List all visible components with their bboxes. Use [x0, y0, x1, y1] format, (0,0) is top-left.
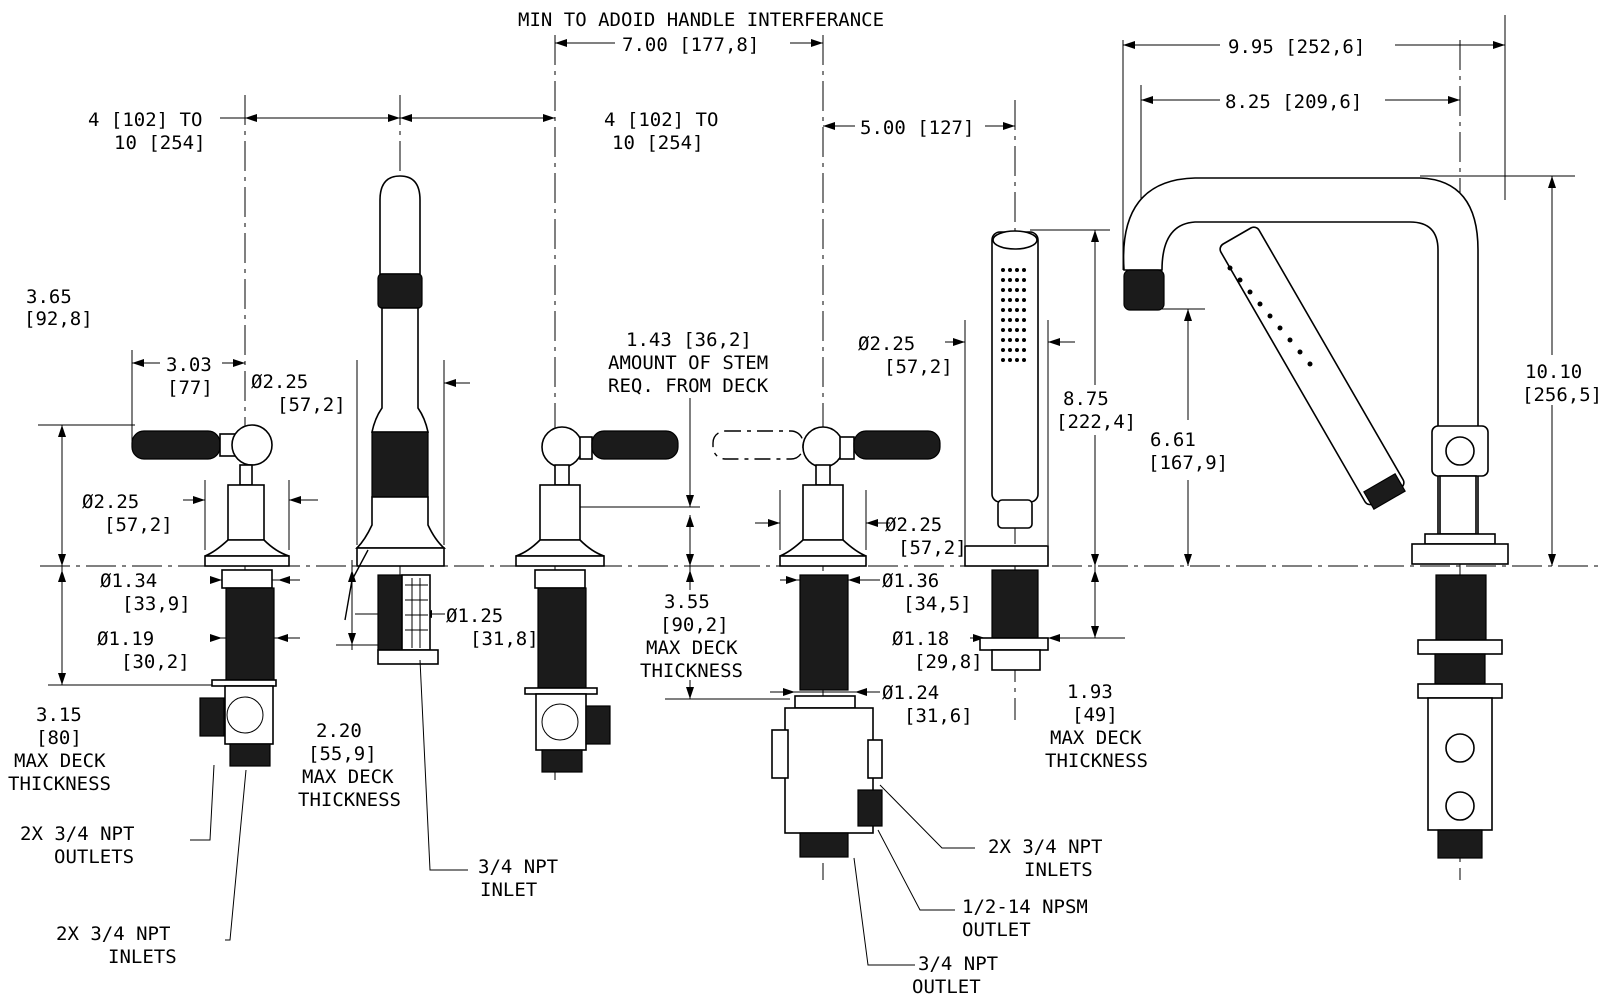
dim-1-19-a: Ø1.19: [97, 628, 154, 650]
npt-outlet-b: OUTLET: [912, 976, 981, 995]
spout: [344, 175, 447, 665]
dim-6-61-b: [167,9]: [1148, 452, 1228, 474]
left-inlets-b: INLETS: [108, 946, 177, 968]
leader-lines: [190, 659, 975, 966]
span-right-line2: 10 [254]: [612, 132, 704, 154]
dim-10-10-a: 10.10: [1525, 361, 1582, 383]
dim-3-55-d: THICKNESS: [640, 660, 743, 682]
lv-dia-b: [57,2]: [104, 514, 173, 536]
dim-3-15-a: 3.15: [36, 704, 82, 726]
dim-1-24-b: [31,6]: [904, 705, 973, 727]
span-left-line1: 4 [102] TO: [88, 109, 202, 131]
dim-1-36-b: [34,5]: [903, 593, 972, 615]
dim-3-55-b: [90,2]: [660, 614, 729, 636]
dim-1-25-b: [31,8]: [470, 628, 539, 650]
stem-c: REQ. FROM DECK: [608, 375, 769, 397]
spout-dia-b: [57,2]: [277, 394, 346, 416]
hand-shower: [964, 230, 1049, 671]
dim-1-34-a: Ø1.34: [100, 570, 157, 592]
stem-b: AMOUNT OF STEM: [608, 352, 768, 374]
dim-1-93-b: [49]: [1072, 704, 1118, 726]
dim-8-25: 8.25 [209,6]: [1225, 91, 1362, 113]
dim-2-20-a: 2.20: [316, 720, 362, 742]
spout-inlet-a: 3/4 NPT: [478, 856, 558, 878]
dim-3-15-b: [80]: [36, 727, 82, 749]
dim-2-20-c: MAX DECK: [302, 766, 394, 788]
dim-10-10-b: [256,5]: [1522, 384, 1602, 406]
labels: MIN TO ADOID HANDLE INTERFERANCE 7.00 [1…: [8, 9, 1602, 995]
rv-dia-b: [57,2]: [898, 537, 967, 559]
right-valve: [712, 426, 941, 858]
dim-2-20-d: THICKNESS: [298, 789, 401, 811]
hs-dia-b: [57,2]: [884, 356, 953, 378]
dim-1-93-c: MAX DECK: [1050, 727, 1142, 749]
right-inlets-a: 2X 3/4 NPT: [988, 836, 1102, 858]
header-note: MIN TO ADOID HANDLE INTERFERANCE: [518, 9, 884, 31]
dim-3-03-a: 3.03: [166, 354, 212, 376]
dim-3-15-c: MAX DECK: [14, 750, 106, 772]
dim-3-65-a: 3.65: [26, 286, 72, 308]
shower-arm: [1122, 177, 1509, 859]
dim-1-93-d: THICKNESS: [1045, 750, 1148, 772]
dim-3-65-b: [92,8]: [24, 308, 93, 330]
left-inlets-a: 2X 3/4 NPT: [56, 923, 170, 945]
npt-outlet-a: 3/4 NPT: [918, 953, 998, 975]
dim-1-25-a: Ø1.25: [446, 605, 503, 627]
dim-7-00: 7.00 [177,8]: [622, 34, 759, 56]
dim-2-20-b: [55,9]: [308, 743, 377, 765]
lv-dia-a: Ø2.25: [82, 491, 139, 513]
dim-1-24-a: Ø1.24: [882, 682, 939, 704]
dim-8-75-a: 8.75: [1063, 388, 1109, 410]
rv-dia-a: Ø2.25: [885, 514, 942, 536]
right-inlets-b: INLETS: [1024, 859, 1093, 881]
npsm-outlet-a: 1/2-14 NPSM: [962, 896, 1088, 918]
span-right-line1: 4 [102] TO: [604, 109, 718, 131]
spout-inlet-b: INLET: [480, 879, 537, 901]
dim-3-55-a: 3.55: [664, 591, 710, 613]
dim-3-15-d: THICKNESS: [8, 773, 111, 795]
dim-1-18-b: [29,8]: [914, 651, 983, 673]
dim-1-19-b: [30,2]: [121, 651, 190, 673]
left-valve: [131, 424, 290, 767]
stem-a: 1.43 [36,2]: [626, 329, 752, 351]
dim-3-03-b: [77]: [167, 377, 213, 399]
npsm-outlet-b: OUTLET: [962, 919, 1031, 941]
dim-1-34-b: [33,9]: [122, 593, 191, 615]
dim-6-61-a: 6.61: [1150, 429, 1196, 451]
spout-dia-a: Ø2.25: [251, 371, 308, 393]
span-left-line2: 10 [254]: [114, 132, 206, 154]
hs-dia-a: Ø2.25: [858, 333, 915, 355]
dim-3-55-c: MAX DECK: [646, 637, 738, 659]
dim-8-75-b: [222,4]: [1056, 411, 1136, 433]
dim-5-00: 5.00 [127]: [860, 117, 974, 139]
dim-1-18-a: Ø1.18: [892, 628, 949, 650]
left-outlets-b: OUTLETS: [54, 846, 134, 868]
dim-9-95: 9.95 [252,6]: [1228, 36, 1365, 58]
center-valve: [515, 426, 679, 773]
left-outlets-a: 2X 3/4 NPT: [20, 823, 134, 845]
dim-1-93-a: 1.93: [1067, 681, 1113, 703]
dim-1-36-a: Ø1.36: [882, 570, 939, 592]
